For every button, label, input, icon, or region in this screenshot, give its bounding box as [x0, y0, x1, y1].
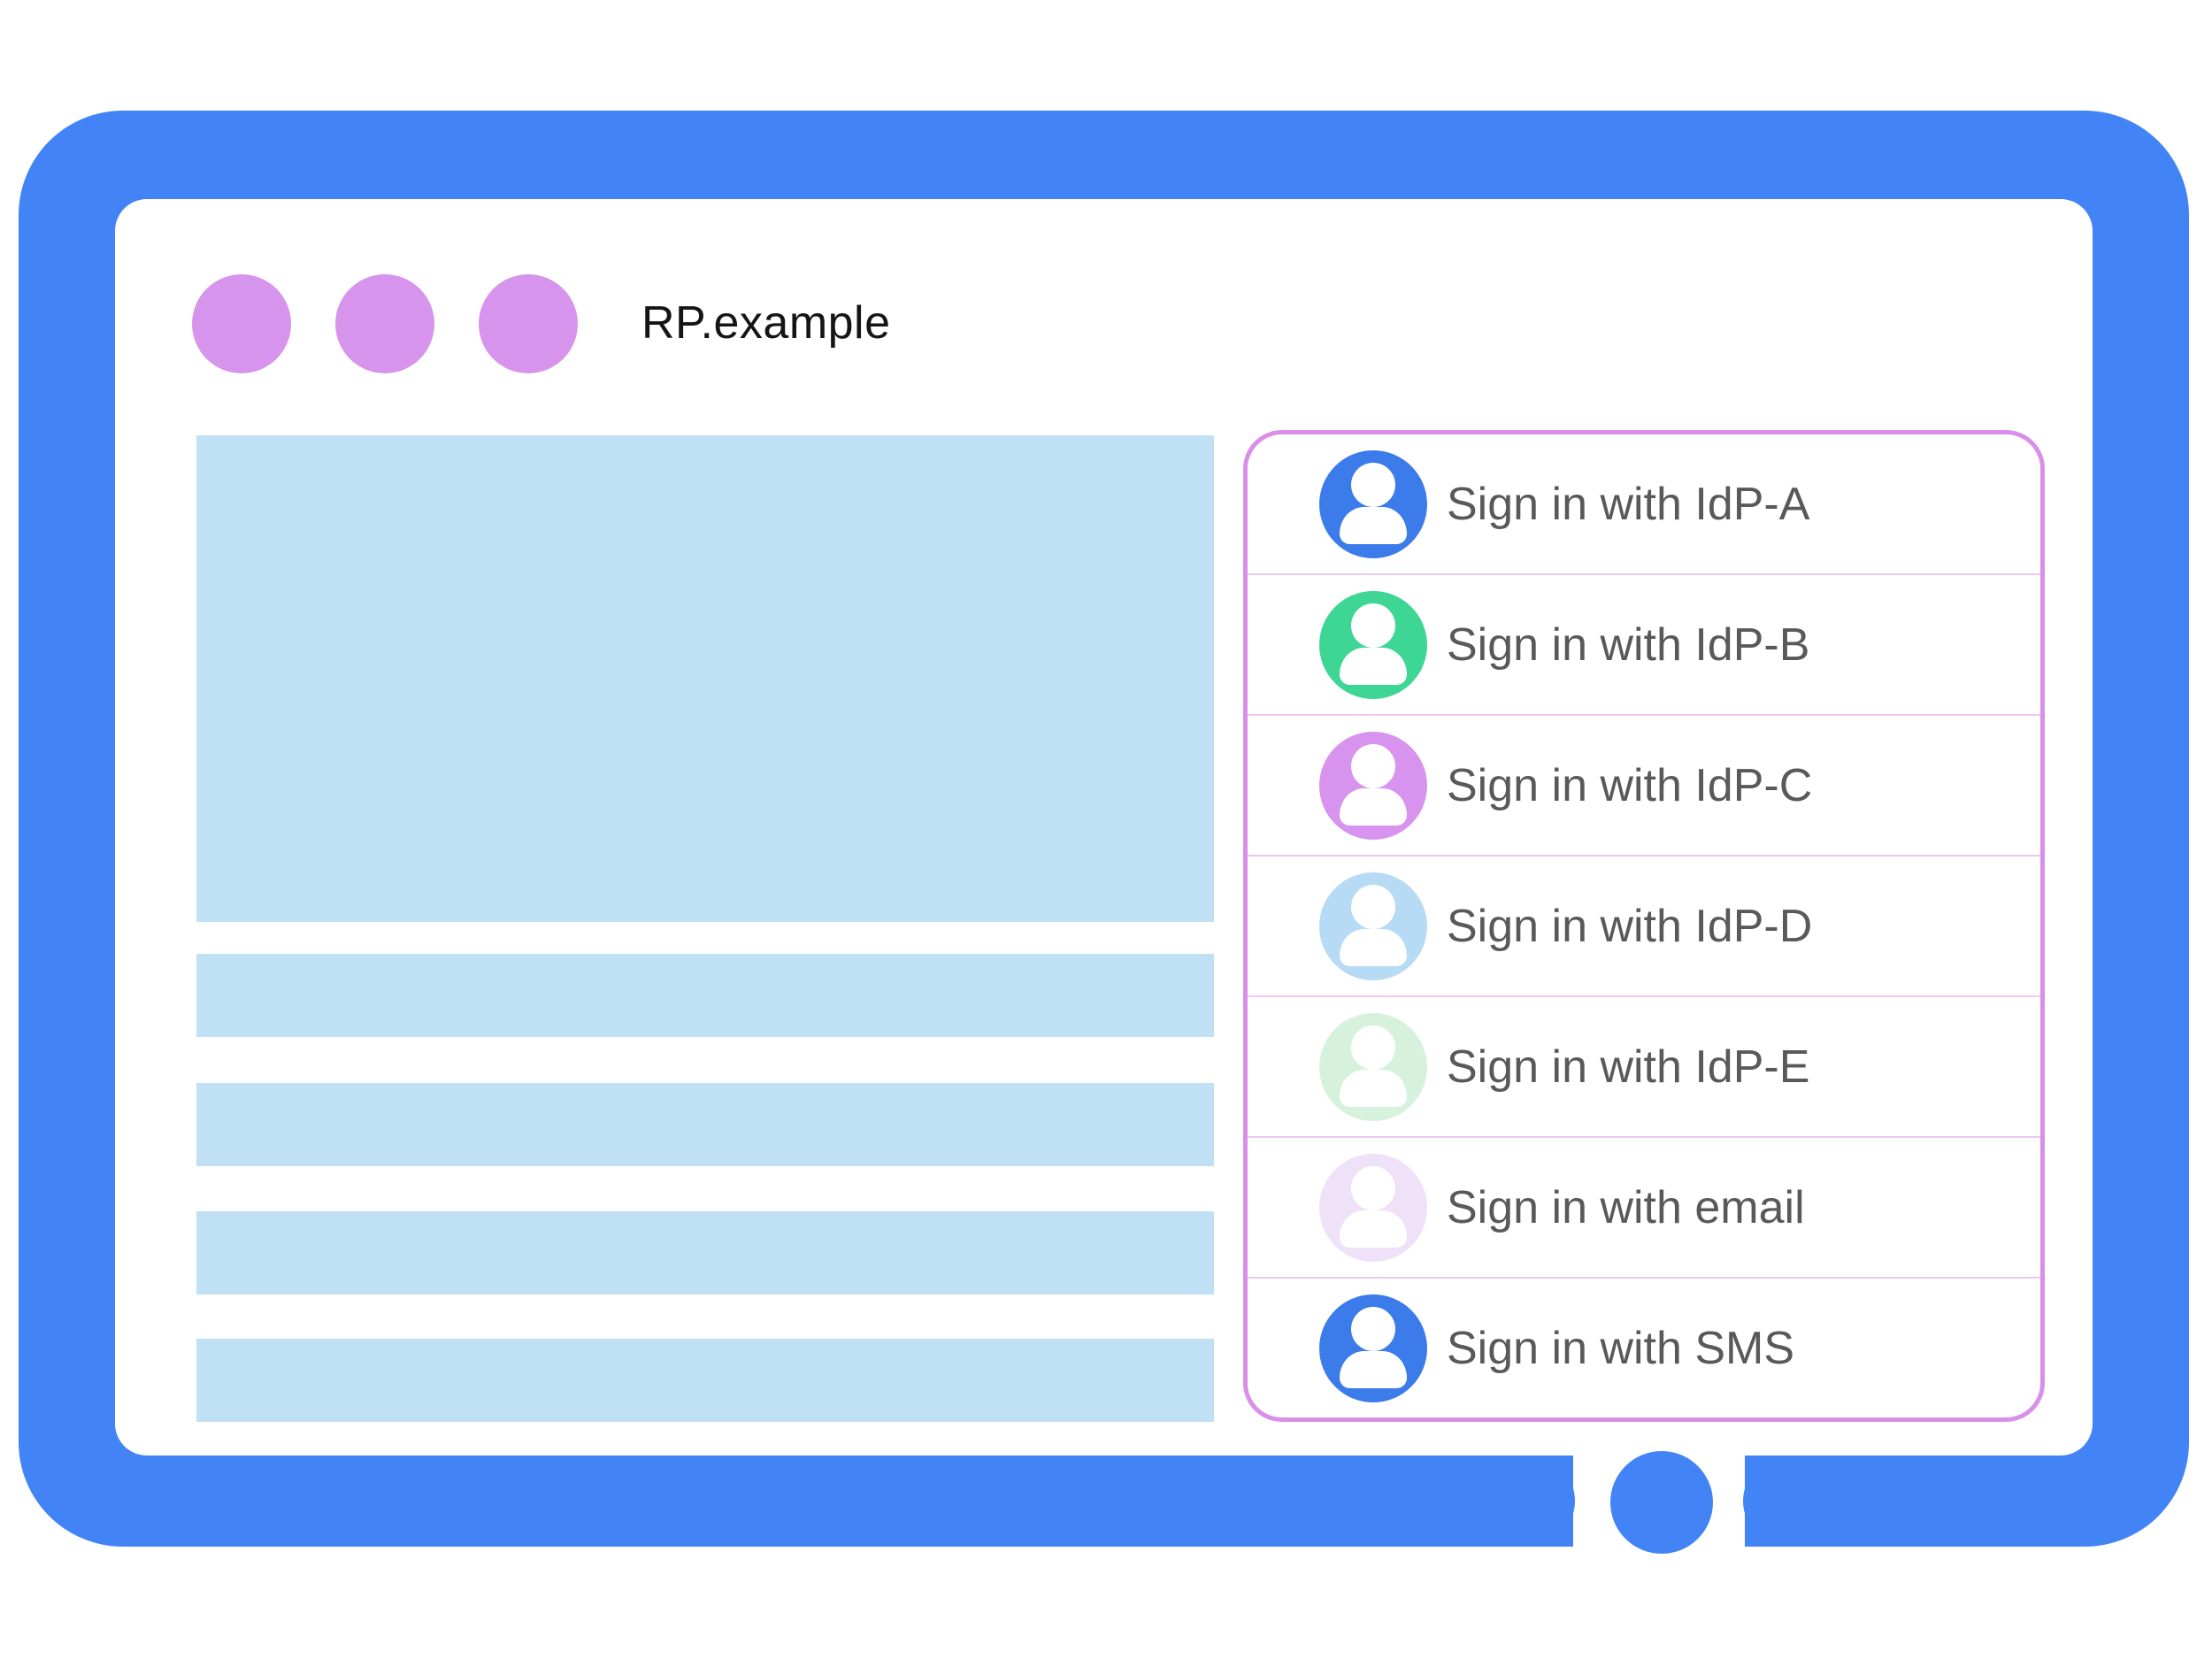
person-icon-head: [1351, 1165, 1395, 1210]
person-icon: [1319, 872, 1427, 980]
person-icon: [1319, 1012, 1427, 1121]
signin-option-label: Sign in with email: [1447, 1181, 1805, 1233]
browser-screen: RP.example Sign in with IdP-A Sign in wi…: [115, 199, 2093, 1455]
person-icon-torso: [1340, 787, 1407, 826]
signin-option[interactable]: Sign in with IdP-E: [1248, 997, 2040, 1138]
person-icon: [1319, 590, 1427, 699]
person-icon-torso: [1340, 1210, 1407, 1248]
window-dot: [335, 274, 434, 373]
content-placeholder-line: [196, 1083, 1214, 1166]
person-icon-head: [1351, 1306, 1395, 1351]
person-icon-head: [1351, 462, 1395, 507]
home-button[interactable]: [1610, 1451, 1713, 1554]
signin-option[interactable]: Sign in with IdP-A: [1248, 434, 2040, 575]
window-dot: [479, 274, 578, 373]
person-icon: [1319, 731, 1427, 840]
person-icon-torso: [1340, 928, 1407, 966]
content-placeholder-hero: [196, 435, 1214, 922]
signin-option-label: Sign in with SMS: [1447, 1322, 1795, 1374]
signin-option-label: Sign in with IdP-A: [1447, 478, 1810, 530]
person-icon-torso: [1340, 506, 1407, 544]
signin-option-label: Sign in with IdP-E: [1447, 1041, 1810, 1093]
person-icon: [1319, 1153, 1427, 1262]
page-title: RP.example: [641, 297, 891, 349]
signin-option-label: Sign in with IdP-D: [1447, 900, 1813, 952]
signin-option[interactable]: Sign in with email: [1248, 1138, 2040, 1279]
browser-frame: RP.example Sign in with IdP-A Sign in wi…: [19, 111, 2189, 1547]
person-icon-torso: [1340, 647, 1407, 685]
signin-panel: Sign in with IdP-A Sign in with IdP-B Si…: [1243, 430, 2045, 1422]
person-icon: [1319, 449, 1427, 558]
person-icon-torso: [1340, 1069, 1407, 1107]
person-icon-head: [1351, 884, 1395, 929]
signin-option[interactable]: Sign in with IdP-D: [1248, 856, 2040, 997]
signin-option-label: Sign in with IdP-B: [1447, 618, 1810, 671]
window-dot: [192, 274, 291, 373]
person-icon-head: [1351, 1025, 1395, 1070]
signin-option-label: Sign in with IdP-C: [1447, 759, 1813, 811]
person-icon-head: [1351, 743, 1395, 788]
content-placeholder-line: [196, 1211, 1214, 1294]
person-icon: [1319, 1294, 1427, 1402]
person-icon-torso: [1340, 1350, 1407, 1388]
person-icon-head: [1351, 603, 1395, 648]
signin-option[interactable]: Sign in with SMS: [1248, 1279, 2040, 1417]
content-placeholder-line: [196, 954, 1214, 1037]
signin-option[interactable]: Sign in with IdP-C: [1248, 716, 2040, 856]
window-dots: [192, 274, 578, 373]
content-placeholder-line: [196, 1339, 1214, 1422]
signin-option[interactable]: Sign in with IdP-B: [1248, 575, 2040, 716]
